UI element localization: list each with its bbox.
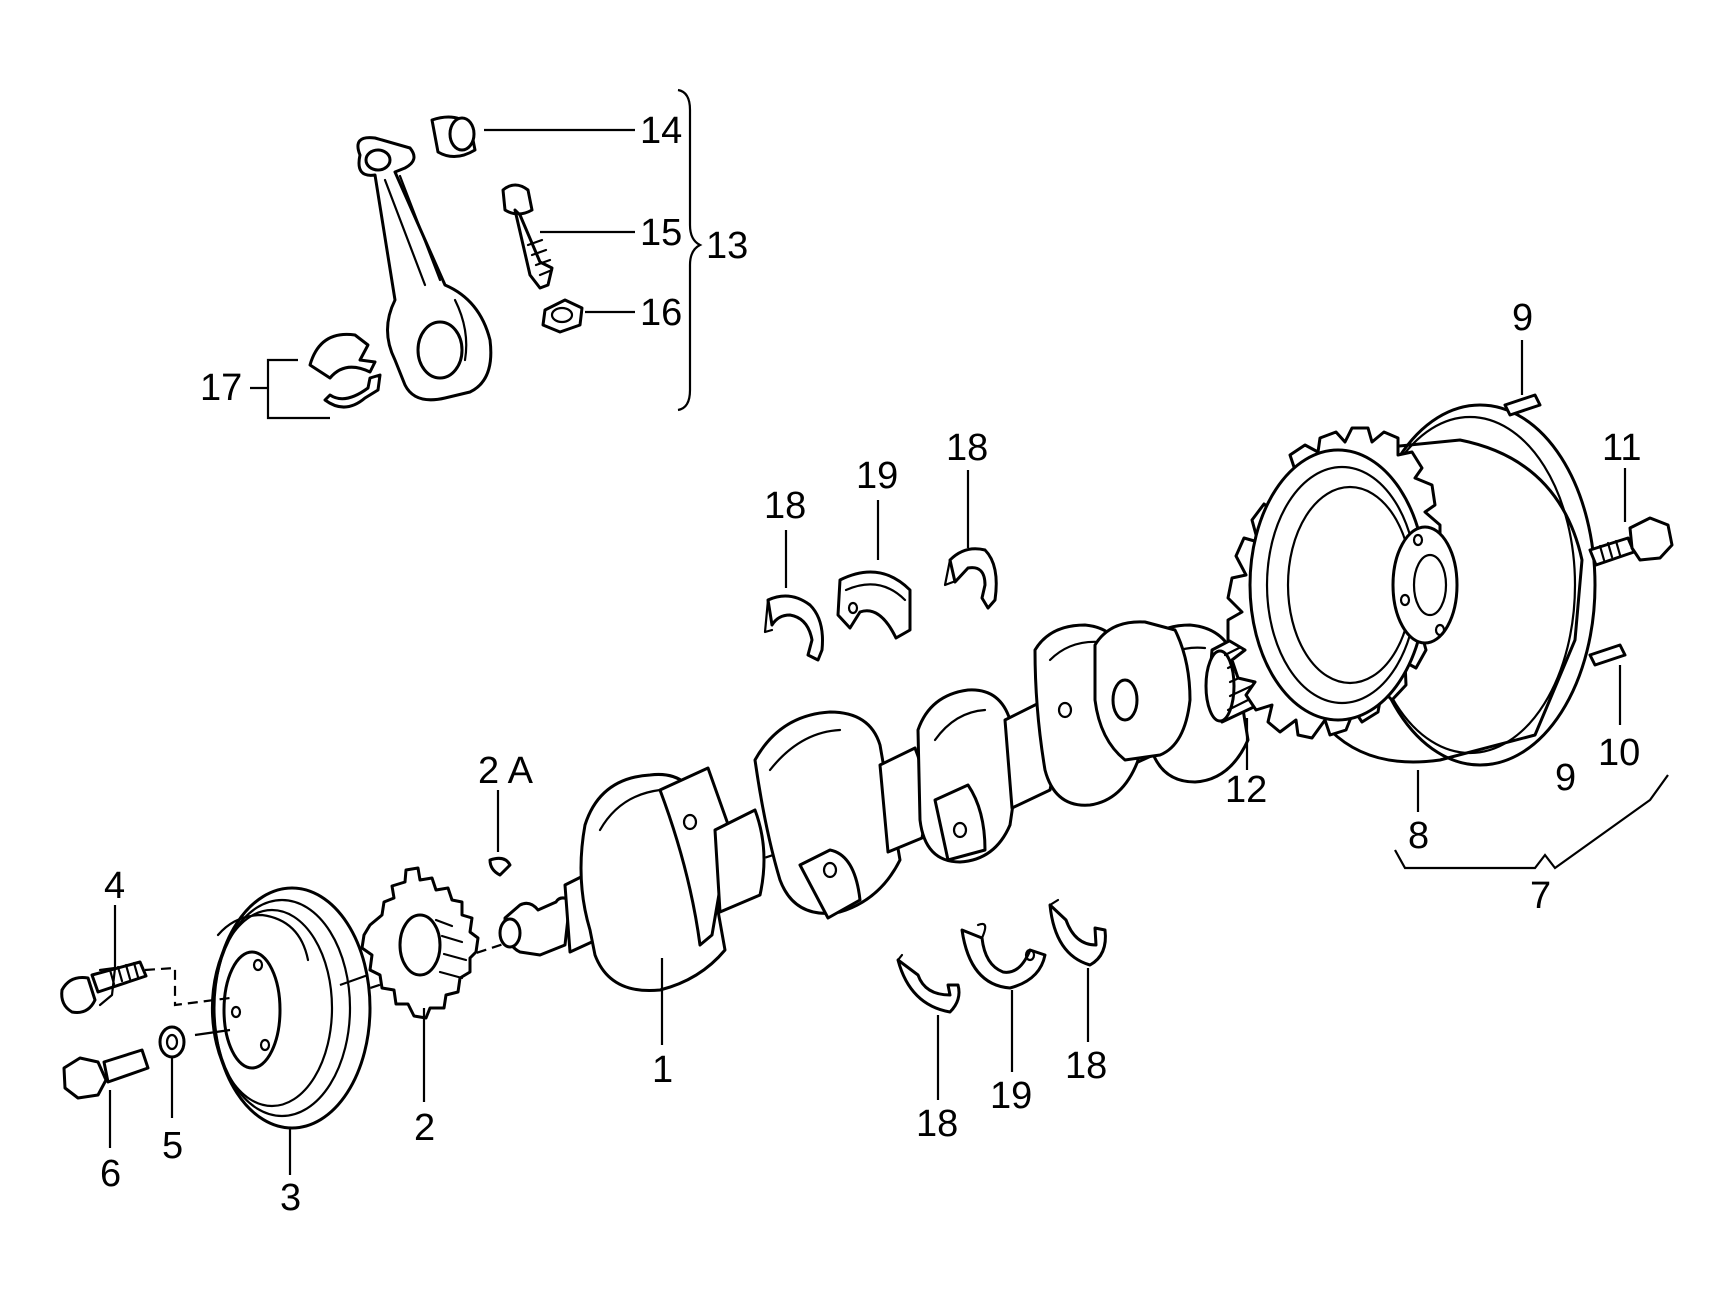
connecting-rod [356,136,493,402]
conrod-bearing-shells [308,332,382,409]
label-part-18-bottom-right: 18 [1065,1045,1107,1087]
label-part-19-bottom: 19 [990,1075,1032,1117]
flywheel-bolt [1588,468,1674,567]
label-part-5: 5 [162,1125,183,1167]
flywheel [1226,403,1597,812]
label-part-18-top-right: 18 [946,427,988,469]
label-part-8: 8 [1408,815,1429,857]
label-part-10: 10 [1598,732,1640,774]
connecting-rod-nut [541,298,584,334]
label-part-18-top-left: 18 [764,485,806,527]
label-part-14: 14 [640,110,682,152]
label-part-6: 6 [100,1153,121,1195]
pulley-bolt-large [62,1048,150,1148]
dowel-pin-upper [1503,340,1542,417]
thrust-washer-lower-right [1048,898,1107,967]
label-part-9-upper: 9 [1512,297,1533,339]
pulley-bolt-small [60,905,231,1014]
label-part-17: 17 [200,367,242,409]
label-part-13: 13 [706,225,748,267]
label-part-2: 2 [414,1107,435,1149]
label-part-18-bottom-left: 18 [916,1103,958,1145]
label-part-3: 3 [280,1177,301,1219]
label-part-15: 15 [640,212,682,254]
label-part-1: 1 [652,1049,673,1091]
thrust-washer-lower-left [896,953,961,1014]
label-part-11: 11 [1602,427,1641,469]
label-part-16: 16 [640,292,682,334]
label-part-4: 4 [104,865,125,907]
main-bearing-shell-upper [836,570,912,640]
label-part-9-lower: 9 [1555,757,1576,799]
crankshaft [339,613,1501,1045]
washer [158,1025,231,1118]
vibration-damper-pulley [210,886,372,1175]
woodruff-key [488,790,512,877]
label-part-19-top: 19 [856,455,898,497]
label-part-7: 7 [1530,875,1551,917]
main-bearing-shell-lower [960,922,1047,990]
thrust-washer-upper-right [943,547,998,610]
label-part-2a: 2 A [478,750,534,792]
thrust-washer-upper-left [763,594,824,662]
label-part-12: 12 [1225,769,1267,811]
timing-gear [360,866,480,1102]
dowel-pin-lower [1588,643,1627,725]
connecting-rod-bolt [501,183,554,290]
connecting-rod-bushing [430,115,477,158]
